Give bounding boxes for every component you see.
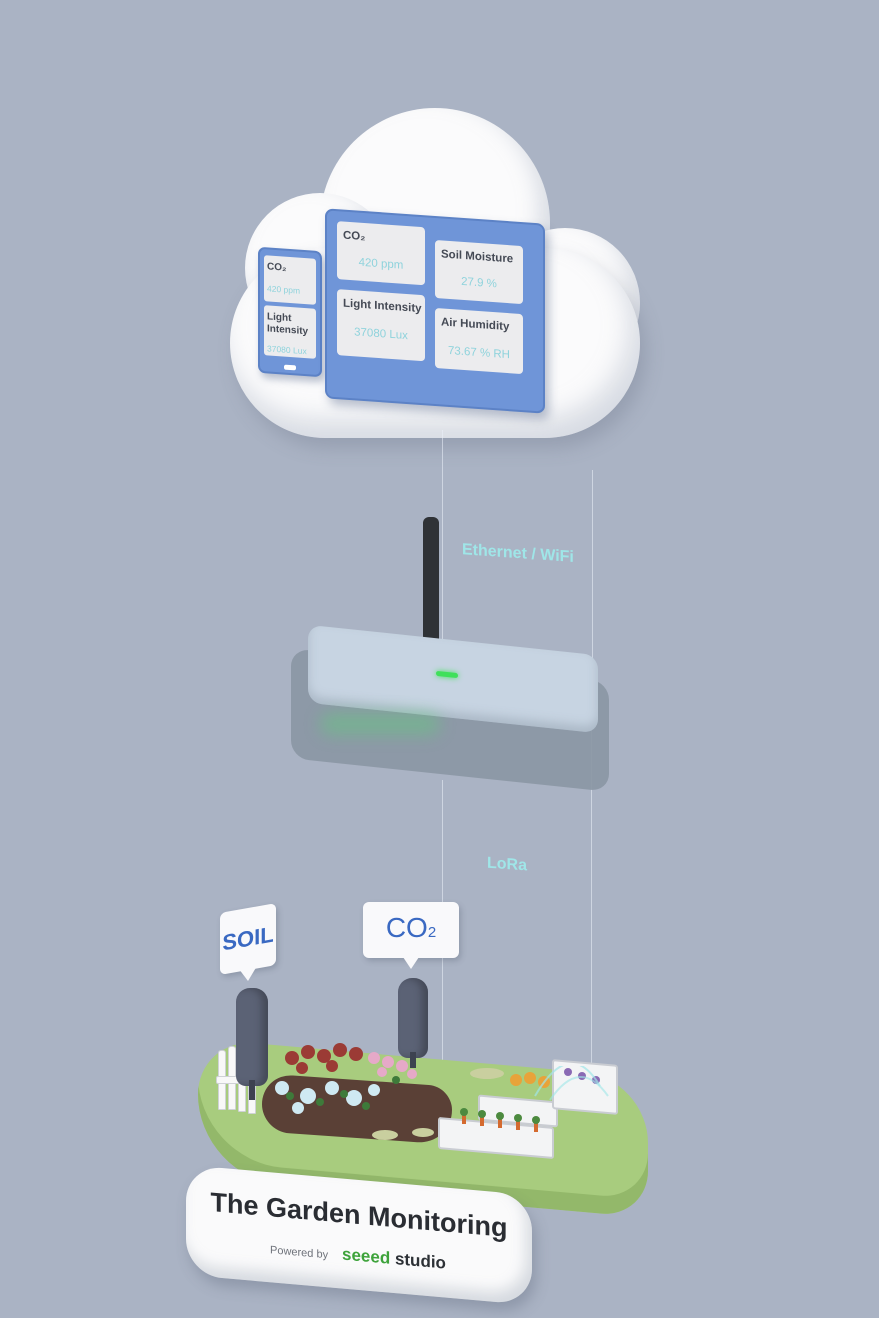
- bubble-tail: [403, 957, 419, 969]
- phone-tile-label: Light Intensity: [267, 311, 309, 338]
- phone-tile-label: CO₂: [267, 261, 287, 274]
- stepping-stone: [372, 1130, 398, 1140]
- tablet-tile-air-humidity: Air Humidity 73.67 % RH: [435, 308, 523, 375]
- phone-tile-value: 37080 Lux: [267, 343, 307, 357]
- brand-logo: seeed studio: [342, 1245, 446, 1274]
- uplink-line-left: [442, 430, 443, 640]
- soil-sensor: [236, 988, 268, 1086]
- tablet-tile-value: 27.9 %: [461, 275, 497, 291]
- tablet-tile-soil-moisture: Soil Moisture 27.9 %: [435, 240, 523, 305]
- lora-label: LoRa: [487, 854, 527, 875]
- router-antenna: [423, 517, 439, 641]
- tablet-tile-light-intensity: Light Intensity 37080 Lux: [337, 289, 425, 362]
- phone-home-button: [284, 364, 296, 371]
- tablet-tile-label: Soil Moisture: [441, 248, 514, 266]
- page-title: The Garden Monitoring: [210, 1187, 508, 1243]
- stepping-stone: [412, 1128, 434, 1137]
- flower-bed: [275, 1043, 417, 1114]
- phone-tile-light: Light Intensity 37080 Lux: [264, 305, 316, 359]
- tablet-tile-label: Air Humidity: [441, 316, 510, 334]
- phone-tile-value: 420 ppm: [267, 283, 301, 296]
- vegetables: [460, 1066, 609, 1132]
- tablet-tile-co2: CO₂ 420 ppm: [337, 221, 425, 286]
- co2-sensor-bubble: CO2: [363, 902, 459, 969]
- tablet-dashboard: CO₂ 420 ppm Soil Moisture 27.9 % Light I…: [325, 208, 545, 414]
- brand-logo-studio: studio: [394, 1249, 446, 1273]
- lora-line-right: [591, 720, 592, 1140]
- ethernet-wifi-label: Ethernet / WiFi: [462, 541, 574, 566]
- uplink-line-right: [592, 470, 593, 670]
- tablet-tile-label: Light Intensity: [343, 297, 422, 316]
- phone-dashboard: CO₂ 420 ppm Light Intensity 37080 Lux: [258, 246, 322, 378]
- router-glow: [320, 713, 440, 735]
- soil-sensor-bubble: SOIL: [220, 903, 276, 983]
- co2-label: CO2: [363, 912, 459, 944]
- bubble-tail: [240, 967, 256, 983]
- co2-label-subscript: 2: [427, 924, 437, 941]
- co2-sensor-mount: [410, 1052, 416, 1068]
- tablet-tile-value: 37080 Lux: [354, 326, 408, 343]
- tablet-tile-value: 420 ppm: [358, 256, 404, 272]
- co2-label-text: CO: [385, 912, 428, 943]
- powered-by-text: Powered by: [270, 1244, 329, 1262]
- co2-sensor: [398, 978, 428, 1058]
- soil-label: SOIL: [222, 921, 274, 956]
- soil-sensor-probe: [249, 1080, 255, 1100]
- stepping-stone: [470, 1068, 504, 1079]
- tablet-tile-label: CO₂: [343, 229, 366, 244]
- brand-logo-seeed: seeed: [342, 1244, 391, 1268]
- tablet-tile-value: 73.67 % RH: [447, 344, 510, 362]
- phone-tile-co2: CO₂ 420 ppm: [264, 255, 316, 305]
